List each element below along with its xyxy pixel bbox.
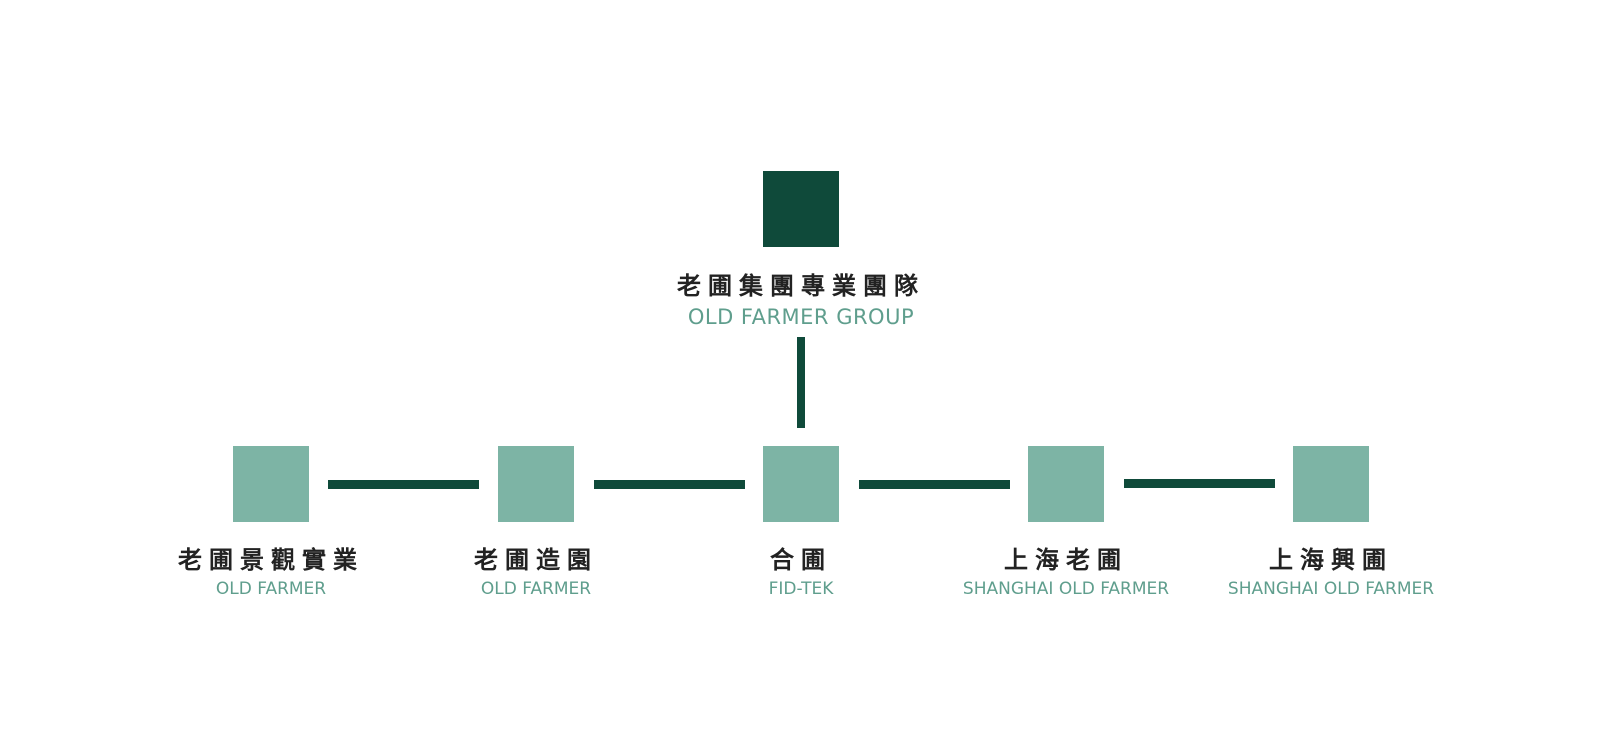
child-node-box-2: [498, 446, 574, 522]
connector-4-5: [1124, 479, 1275, 488]
child-zh-name: 上海老圃: [1004, 545, 1128, 574]
child-en-name: OLD FARMER: [215, 579, 327, 599]
connector-1-2: [328, 480, 479, 489]
connector-2-3: [594, 480, 745, 489]
connector-3-4: [859, 480, 1010, 489]
root-zh-name: 老圃集團專業團隊: [677, 271, 925, 300]
root-node-box: [763, 171, 839, 247]
child-zh-name: 老圃造園: [474, 545, 598, 574]
child-node-label-4: 上海老圃 SHANGHAI OLD FARMER: [916, 540, 1216, 599]
child-zh-name: 合圃: [770, 545, 832, 574]
child-node-box-1: [233, 446, 309, 522]
child-en-name: SHANGHAI OLD FARMER: [1227, 579, 1435, 599]
root-node-label: 老圃集團專業團隊 OLD FARMER GROUP: [651, 266, 951, 329]
child-en-name: SHANGHAI OLD FARMER: [962, 579, 1170, 599]
child-node-box-4: [1028, 446, 1104, 522]
child-zh-name: 上海興圃: [1269, 545, 1393, 574]
child-node-box-3: [763, 446, 839, 522]
child-en-name: OLD FARMER: [480, 579, 592, 599]
child-node-label-1: 老圃景觀實業 OLD FARMER: [121, 540, 421, 599]
child-zh-name: 老圃景觀實業: [178, 545, 364, 574]
root-en-name: OLD FARMER GROUP: [687, 305, 915, 329]
root-vertical-connector: [797, 337, 805, 428]
child-node-box-5: [1293, 446, 1369, 522]
child-en-name: FID-TEK: [768, 579, 834, 599]
child-node-label-2: 老圃造園 OLD FARMER: [386, 540, 686, 599]
child-node-label-5: 上海興圃 SHANGHAI OLD FARMER: [1181, 540, 1481, 599]
child-node-label-3: 合圃 FID-TEK: [651, 540, 951, 599]
